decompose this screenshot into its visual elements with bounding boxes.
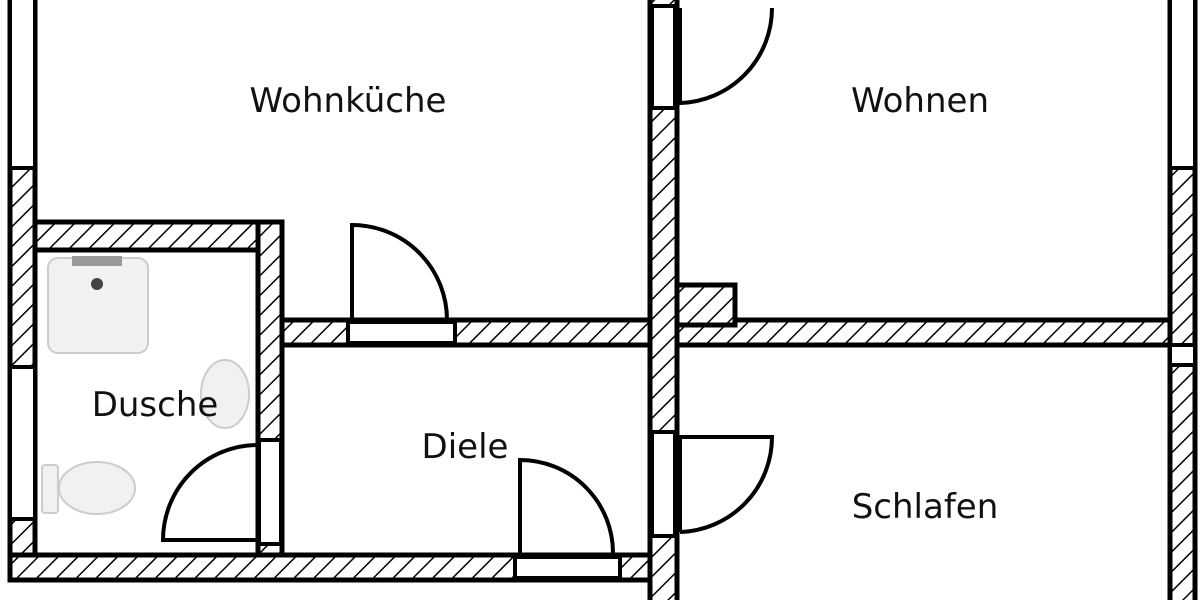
bath-door-opening xyxy=(257,438,283,546)
fixtures xyxy=(41,256,250,515)
door-schlafen xyxy=(678,435,775,534)
room-label-diele: Diele xyxy=(422,427,509,467)
schlafen-door-opening xyxy=(650,430,677,538)
room-label-schlafen: Schlafen xyxy=(852,487,999,527)
room-label-wohnen: Wohnen xyxy=(851,81,989,121)
window-wohnkueche xyxy=(8,0,37,170)
openings xyxy=(8,0,1197,580)
wall-bath-top xyxy=(32,219,285,253)
wohnen-door-opening xyxy=(650,4,677,110)
door-wohnen xyxy=(678,7,774,106)
toilet-tank-icon xyxy=(41,464,59,514)
kitchen-door-opening xyxy=(346,320,457,345)
entrance-opening xyxy=(513,555,622,580)
door-dusche xyxy=(160,443,259,542)
window-dusche xyxy=(8,365,37,521)
room-label-dusche: Dusche xyxy=(92,385,219,425)
window-wohnen xyxy=(1168,0,1197,170)
toilet-icon xyxy=(58,461,136,515)
door-wohnkueche xyxy=(350,222,449,321)
shower-tray-icon xyxy=(47,257,149,354)
door-diele xyxy=(518,457,615,554)
wall-notch xyxy=(674,282,738,328)
sink-icon xyxy=(200,359,250,429)
window-schlafen xyxy=(1168,343,1197,367)
drain-icon xyxy=(91,278,103,290)
room-labels: Wohnküche Wohnen Dusche Diele Schlafen xyxy=(92,81,999,527)
doors xyxy=(160,7,775,554)
room-label-wohnkueche: Wohnküche xyxy=(250,81,447,121)
shower-tap-icon xyxy=(72,256,122,266)
